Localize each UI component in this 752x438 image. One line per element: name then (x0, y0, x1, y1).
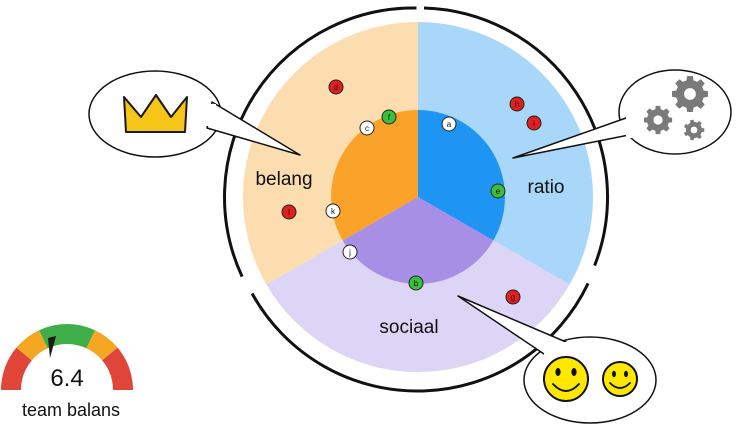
member-markers: a b c d e f g h i j k l (281, 79, 542, 305)
gauge-band-orange-right (86, 330, 118, 361)
svg-text:k: k (331, 207, 336, 216)
marker-d: d (328, 79, 344, 95)
speech-bubble-belang (88, 70, 301, 158)
svg-text:l: l (288, 208, 290, 217)
marker-b: b (408, 275, 424, 291)
smiley-icon (602, 361, 638, 397)
speech-bubble-ratio (512, 69, 732, 159)
marker-k: k (325, 203, 341, 219)
marker-g: g (505, 289, 521, 305)
sector-belang-inner (331, 110, 418, 241)
marker-h: h (509, 96, 525, 112)
sector-label-sociaal: sociaal (379, 317, 438, 338)
gauge-label: team balans (22, 400, 120, 420)
svg-text:g: g (511, 293, 515, 302)
sector-label-ratio: ratio (528, 177, 565, 198)
svg-text:a: a (447, 120, 452, 129)
marker-j: j (342, 244, 358, 260)
outer-ring (223, 6, 610, 393)
marker-e: e (490, 183, 506, 199)
svg-text:i: i (533, 119, 535, 128)
marker-f: f (381, 109, 397, 125)
sector-ratio-inner (418, 110, 505, 241)
marker-l: l (281, 204, 297, 220)
svg-text:h: h (515, 100, 519, 109)
svg-text:f: f (388, 113, 391, 122)
gauge-band-red-left (0, 347, 32, 390)
sector-label-belang: belang (255, 169, 312, 190)
gauge-band-red-right (102, 347, 133, 390)
team-balance-gauge: 6.4 team balans (0, 324, 133, 420)
gauge-band-orange-left (16, 330, 48, 361)
crown-icon (123, 94, 188, 133)
svg-text:e: e (496, 187, 501, 196)
svg-text:j: j (348, 248, 351, 257)
sector-sociaal-inner (342, 197, 494, 284)
marker-i: i (526, 115, 542, 131)
gauge-value: 6.4 (50, 365, 83, 392)
svg-text:c: c (365, 124, 369, 133)
svg-text:b: b (414, 279, 419, 288)
gauge-needle (48, 336, 56, 358)
marker-c: c (359, 120, 375, 136)
smiley-icon (543, 356, 589, 402)
gauge-band-green (39, 324, 95, 349)
svg-text:d: d (334, 83, 338, 92)
gears-icon (643, 76, 708, 141)
speech-bubble-sociaal (457, 295, 657, 424)
marker-a: a (441, 116, 457, 132)
